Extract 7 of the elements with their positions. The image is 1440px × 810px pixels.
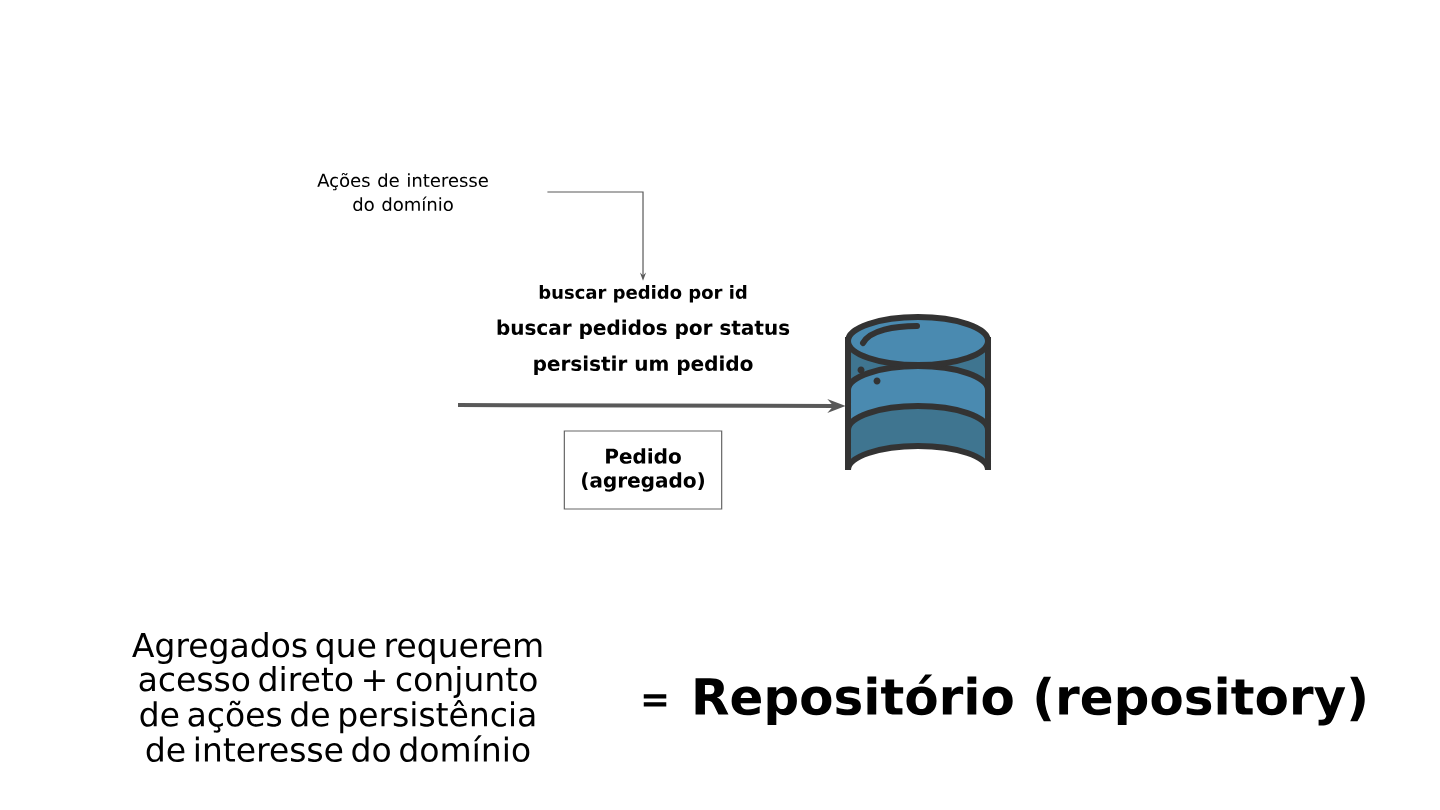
annotation-text: Ações de interesse do domínio bbox=[317, 172, 488, 212]
database-cylinder bbox=[845, 314, 991, 473]
result-title: Repositório (repository) bbox=[695, 674, 1365, 726]
equals-sign: = bbox=[643, 694, 667, 707]
operation-list: buscar pedido por id buscar pedidos por status persistir um pedido bbox=[497, 285, 790, 375]
summary-text: Agregados que requerem acesso direto + conjunto de ações de persistência de interesse do domínio bbox=[132, 632, 542, 762]
aggregate-box: Pedido (agregado) bbox=[563, 430, 723, 510]
